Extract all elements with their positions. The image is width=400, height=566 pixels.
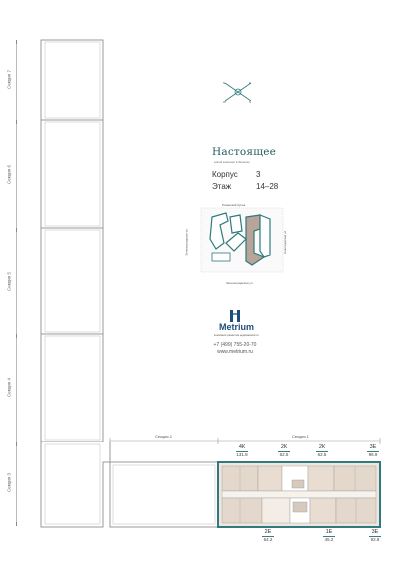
apartment-bar (278, 451, 290, 453)
scale-tick (16, 522, 17, 526)
floor-value: 14–28 (256, 182, 279, 191)
svg-text:W: W (223, 100, 226, 104)
svg-text:N: N (223, 81, 225, 85)
floor-label: Этаж (212, 182, 232, 191)
site-plan-street-bottom: Зеленоградская ул. (226, 281, 254, 285)
apartment-bar (323, 536, 335, 538)
site-plan (194, 203, 290, 277)
compass-icon: N E W S (223, 80, 253, 109)
apartment-type: 3Е (371, 529, 379, 535)
apartment-area: 96.9 (368, 452, 378, 457)
developer-phone: +7 (499) 755-20-70 (213, 342, 257, 348)
site-plan-street-left: Зеленоградская ул. (184, 228, 189, 256)
scale-tick (16, 40, 17, 44)
developer-subtitle: компания развития недвижимости (214, 333, 259, 337)
scale-tick (16, 442, 17, 446)
developer-site: www.metrium.ru (217, 349, 253, 355)
apartment-bar (369, 536, 381, 538)
apartment-bar (236, 451, 248, 453)
apartment-type: 2К (318, 444, 326, 450)
apartment-type: 2Е (264, 529, 272, 535)
brand-subtitle: жилой комплекс в Зеленом (214, 160, 250, 164)
apartment-type: 4К (238, 444, 246, 450)
svg-text:E: E (249, 81, 251, 85)
apartment-type: 2К (280, 444, 288, 450)
apartment-type: 3Е (369, 444, 377, 450)
scale-tick (16, 334, 17, 338)
apartment-bar (262, 536, 274, 538)
section-scale-line (16, 40, 17, 525)
section-1-label: Секция 1 (292, 434, 309, 439)
section-2-label: Секция 2 (155, 434, 172, 439)
scale-tick (16, 120, 17, 124)
scale-tick (16, 228, 17, 232)
apartment-area: 62.5 (317, 452, 327, 457)
svg-text:S: S (249, 100, 251, 104)
apartment-bar (367, 451, 379, 453)
metrium-logo-icon (228, 309, 242, 327)
apartment-area: 64.2 (263, 537, 273, 542)
apartment-area: 92.8 (370, 537, 380, 542)
developer-name: Metrium (219, 322, 255, 332)
building-label: Корпус (212, 170, 238, 179)
apartment-area: 45.2 (324, 537, 334, 542)
site-plan-street-top: Рязанский бульв. (222, 203, 247, 207)
apartment-type: 1Е (325, 529, 333, 535)
building-value: 3 (256, 170, 261, 179)
apartment-area: 62.5 (279, 452, 289, 457)
brand-logo: Настоящее (212, 146, 277, 158)
site-plan-street-right: Новоградская ул. (283, 229, 288, 255)
apartment-area: 131.8 (236, 452, 248, 457)
apartment-bar (316, 451, 328, 453)
